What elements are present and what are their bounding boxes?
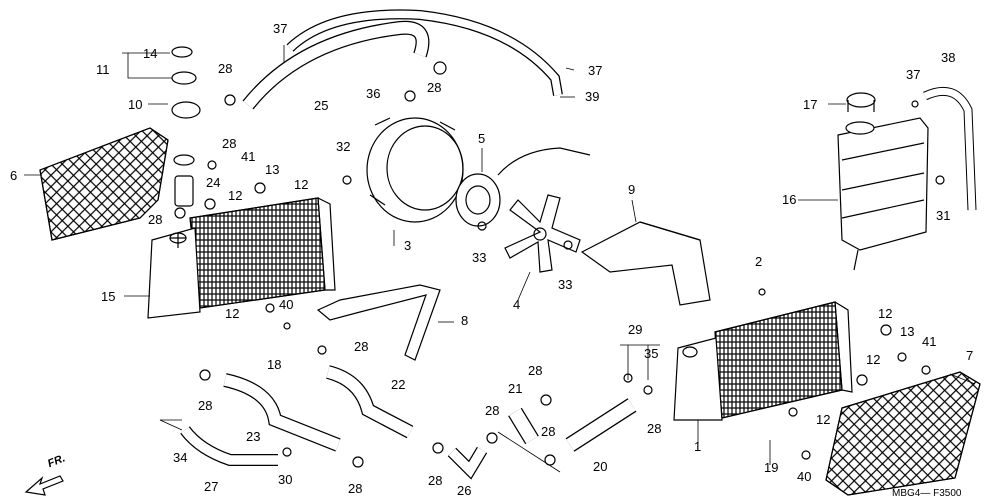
callout-36: 36 [366, 86, 381, 101]
callout-13-b: 13 [900, 324, 915, 339]
callout-9: 9 [628, 182, 636, 197]
fasteners [171, 46, 945, 468]
upper-radiator-hose [242, 20, 430, 110]
callout-11: 11 [96, 62, 110, 77]
callout-20: 20 [593, 459, 608, 474]
callout-7: 7 [966, 348, 974, 363]
reserve-tank [837, 92, 929, 271]
callout-23: 23 [246, 429, 261, 444]
callout-28-b: 28 [222, 136, 237, 151]
callout-14: 14 [143, 46, 158, 61]
callout-17: 17 [803, 97, 818, 112]
callout-24: 24 [206, 175, 221, 190]
right-radiator [673, 301, 853, 421]
overflow-hose [286, 9, 563, 96]
callout-12-f: 12 [816, 412, 831, 427]
callout-37-a: 37 [273, 21, 288, 36]
leader-lines [24, 45, 976, 473]
lower-hose-22 [326, 365, 414, 439]
callout-28-k: 28 [541, 424, 556, 439]
callout-25: 25 [314, 98, 329, 113]
callout-28-g: 28 [348, 481, 363, 496]
callout-28-l: 28 [647, 421, 662, 436]
callout-37-b: 37 [588, 63, 603, 78]
callout-28-h: 28 [428, 473, 443, 488]
lower-hose-27 [180, 426, 278, 466]
callout-35: 35 [644, 346, 659, 361]
callout-1: 1 [694, 439, 702, 454]
callout-15: 15 [101, 289, 116, 304]
callout-28-e: 28 [354, 339, 369, 354]
callout-34: 34 [173, 450, 188, 465]
callout-28-a: 28 [218, 61, 233, 76]
callout-21: 21 [508, 381, 523, 396]
mounting-bracket [316, 284, 441, 361]
callout-41-b: 41 [922, 334, 937, 349]
callout-12-d: 12 [878, 306, 893, 321]
callout-28-c: 28 [148, 212, 163, 227]
callout-13-a: 13 [265, 162, 280, 177]
lower-hose-23 [223, 373, 341, 452]
callout-39: 39 [585, 89, 600, 104]
fan-blade [504, 194, 581, 273]
callout-37-c: 37 [906, 67, 921, 82]
callout-19: 19 [764, 460, 779, 475]
callout-22: 22 [391, 377, 406, 392]
callout-28-d: 28 [427, 80, 442, 95]
callout-40-b: 40 [797, 469, 812, 484]
callout-12-c: 12 [225, 306, 240, 321]
air-duct [580, 221, 711, 306]
callout-33-a: 33 [472, 250, 487, 265]
callout-2: 2 [755, 254, 763, 269]
callout-16: 16 [782, 192, 797, 207]
callout-30: 30 [278, 472, 293, 487]
callout-6: 6 [10, 168, 18, 183]
callout-4: 4 [513, 297, 521, 312]
pipe-26 [447, 446, 488, 480]
fan-motor [455, 147, 591, 227]
callout-3: 3 [404, 238, 412, 253]
callout-26: 26 [457, 483, 472, 498]
callout-40-a: 40 [279, 297, 294, 312]
hose-joint-21 [508, 407, 539, 445]
callout-32: 32 [336, 139, 351, 154]
callout-18: 18 [267, 357, 282, 372]
callout-28-j: 28 [485, 403, 500, 418]
callout-10: 10 [128, 97, 143, 112]
lower-hose-20 [565, 398, 637, 452]
callout-27: 27 [204, 479, 219, 494]
callout-29: 29 [628, 322, 643, 337]
callout-12-a: 12 [228, 188, 243, 203]
left-radiator-grille [39, 127, 169, 241]
right-radiator-grille [825, 371, 981, 496]
front-direction-arrow [24, 475, 64, 496]
callout-8: 8 [461, 313, 469, 328]
callout-12-e: 12 [866, 352, 881, 367]
fan-shroud [366, 117, 464, 223]
callout-12-b: 12 [294, 177, 309, 192]
diagram-reference-code: MBG4— F3500 [892, 488, 962, 499]
callout-5: 5 [478, 131, 486, 146]
callout-28-i: 28 [528, 363, 543, 378]
callout-41-a: 41 [241, 149, 256, 164]
left-radiator [147, 197, 336, 319]
callout-28-f: 28 [198, 398, 213, 413]
callout-33-b: 33 [558, 277, 573, 292]
callout-38: 38 [941, 50, 956, 65]
callout-31: 31 [936, 208, 951, 223]
